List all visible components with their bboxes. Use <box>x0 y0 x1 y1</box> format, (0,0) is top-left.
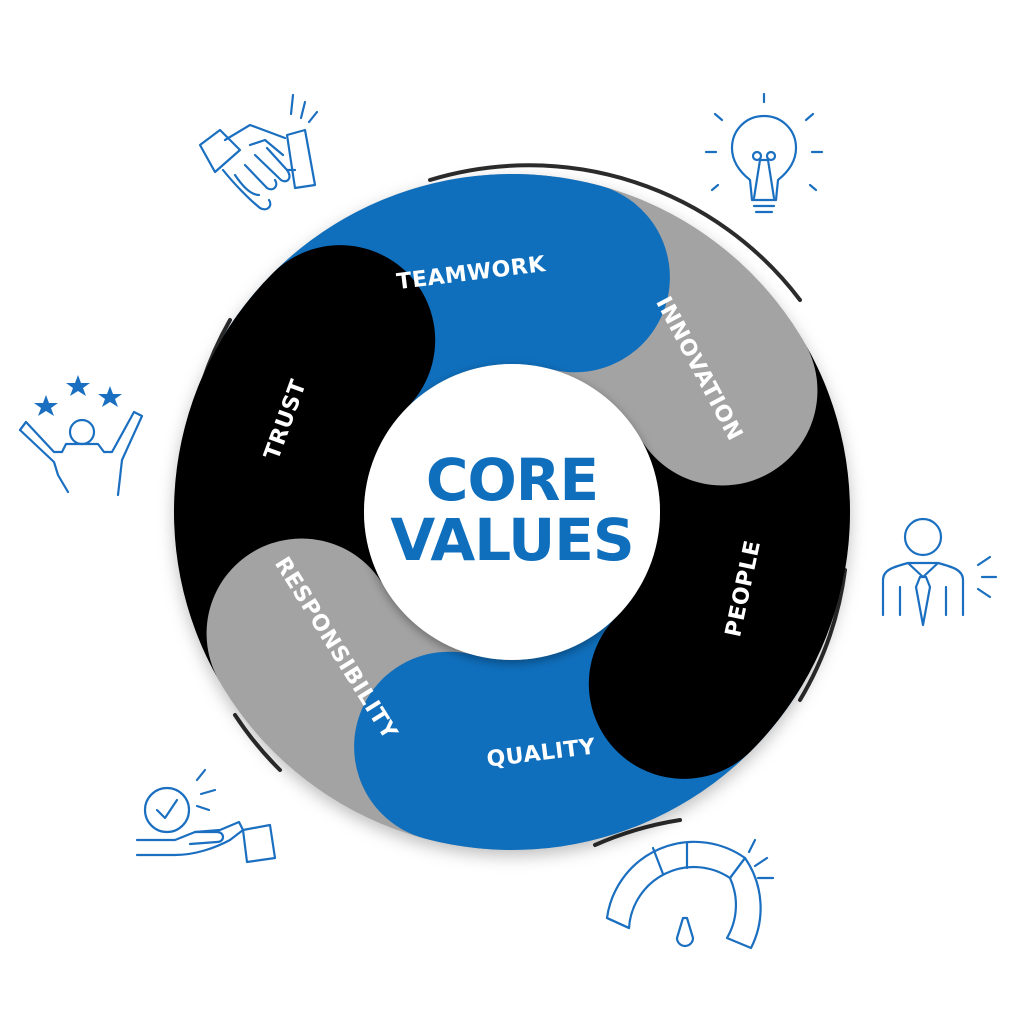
ring-segment-teamwork <box>219 174 670 439</box>
ring-segment-innovation <box>512 174 842 545</box>
outer-arc-bottom <box>593 818 682 847</box>
outer-arc-top <box>428 163 802 302</box>
ring-segment-trust <box>173 245 436 681</box>
lightbulb-icon <box>704 92 824 214</box>
ring-segments <box>173 174 851 850</box>
ring-segment-responsibility <box>182 479 512 850</box>
center-title-line2: VALUES <box>390 506 633 574</box>
ring-segment-quality <box>354 586 805 850</box>
ring-segment-people <box>588 343 851 779</box>
celebrating-person-icon <box>18 375 144 497</box>
businessman-icon <box>881 517 998 627</box>
outer-arc-right <box>798 568 847 702</box>
gauge-icon <box>605 838 775 950</box>
handshake-icon <box>198 93 319 211</box>
hand-coin-icon <box>135 768 277 864</box>
center-title-line1: CORE <box>426 446 598 514</box>
center-disc <box>364 364 660 660</box>
outer-arc-lowerleft <box>233 713 282 772</box>
